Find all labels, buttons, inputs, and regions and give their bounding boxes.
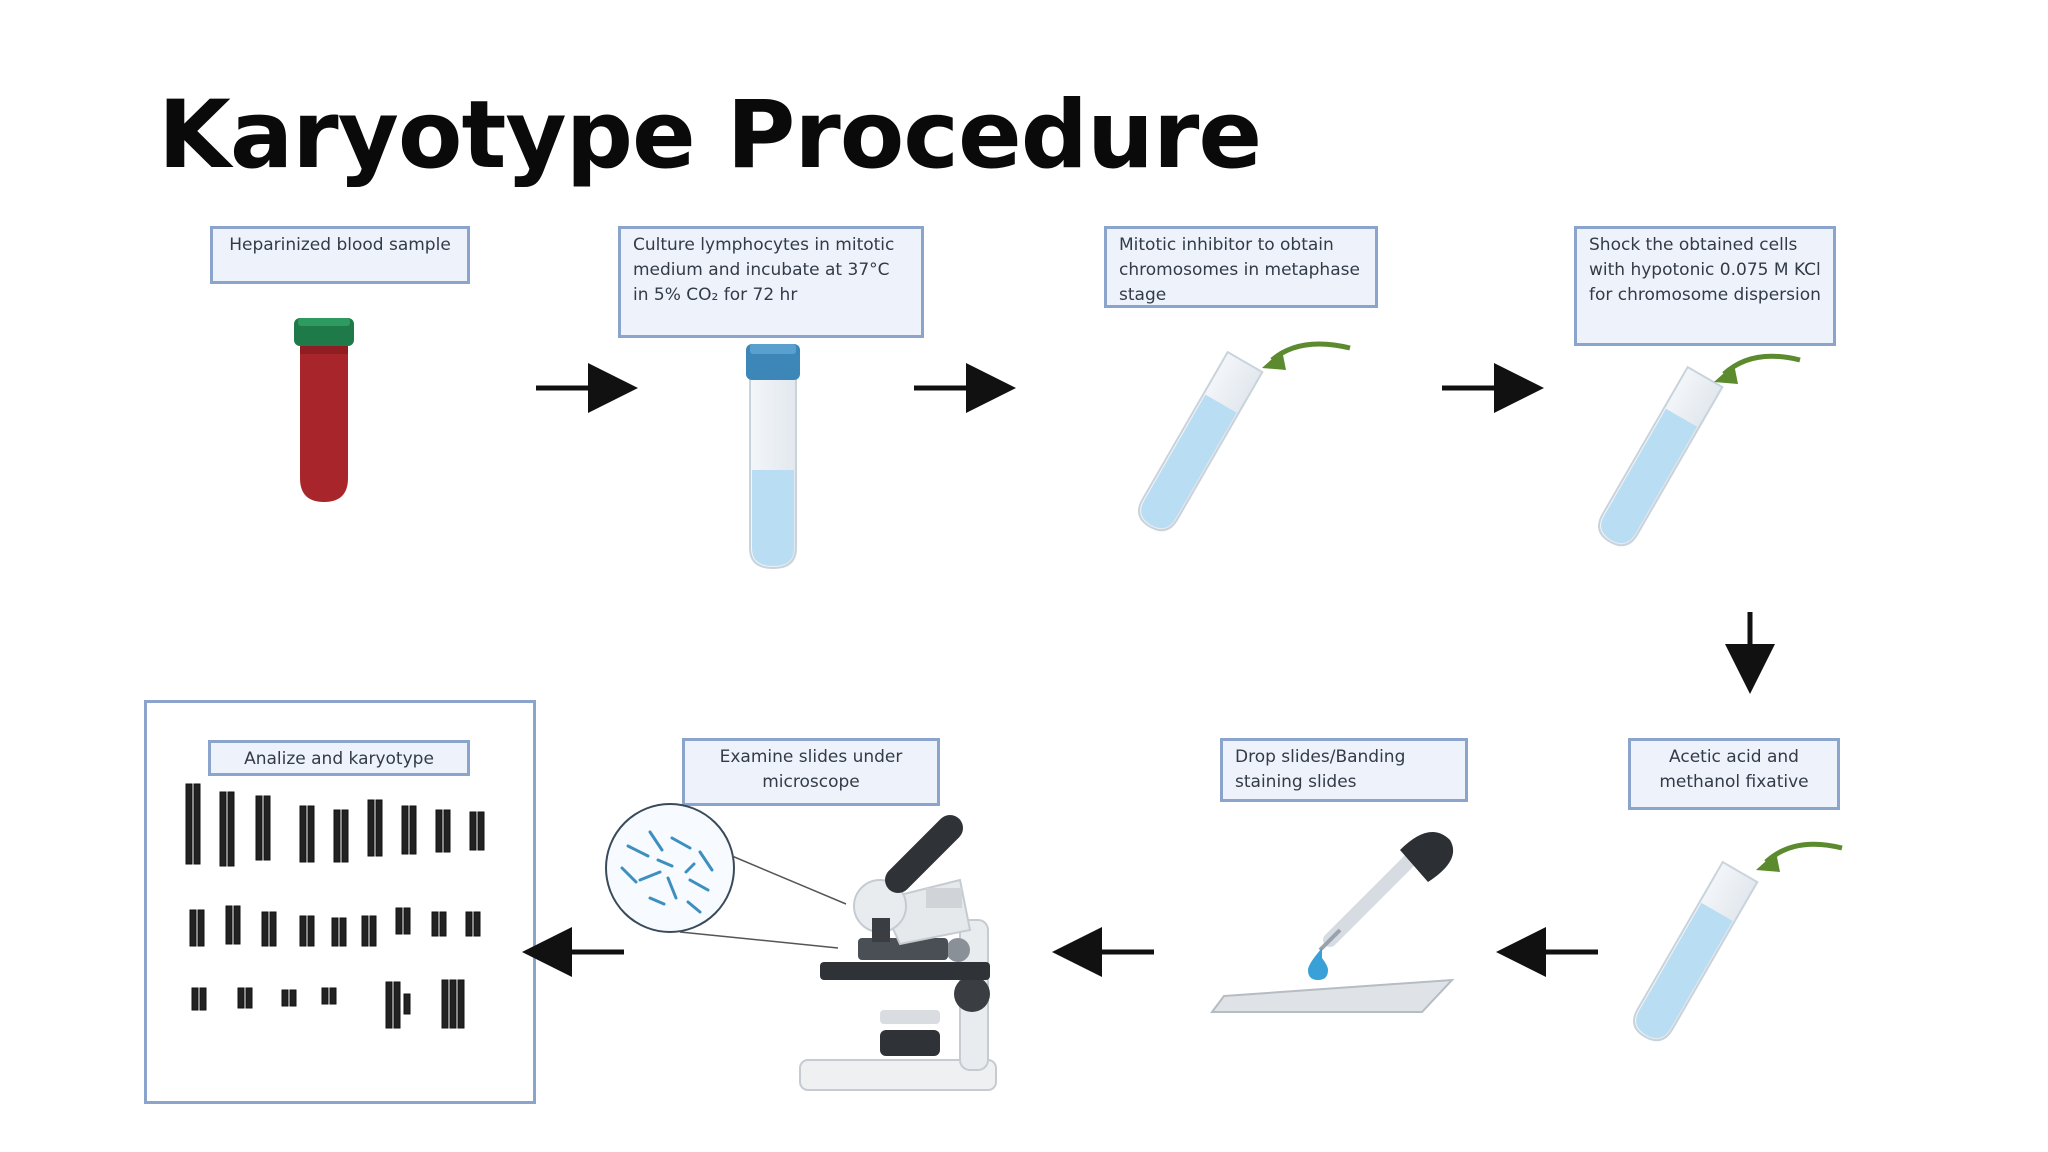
step-8-label: Analize and karyotype	[208, 740, 470, 776]
test-tube-step4-icon	[1598, 365, 1724, 547]
step-6-label: Drop slides/Banding staining slides	[1220, 738, 1468, 802]
process-arrows	[522, 363, 1775, 977]
test-tube-step5-icon	[1633, 860, 1759, 1042]
test-tube-step3-icon	[1138, 350, 1264, 532]
step-3-label: Mitotic inhibitor to obtain chromosomes …	[1104, 226, 1378, 308]
culture-tube-icon	[746, 344, 800, 570]
add-reagent-arrow-step3-icon	[1270, 341, 1351, 362]
dropper-slide-icon	[1210, 832, 1455, 1013]
page-title: Karyotype Procedure	[158, 81, 1262, 190]
step-4-label: Shock the obtained cells with hypotonic …	[1574, 226, 1836, 346]
step-5-label: Acetic acid and methanol fixative	[1628, 738, 1840, 810]
microscope-icon	[605, 803, 997, 1091]
step-1-label: Heparinized blood sample	[210, 226, 470, 284]
step-7-label: Examine slides under microscope	[682, 738, 940, 806]
karyotype-chromosomes	[185, 783, 485, 1029]
step-2-label: Culture lymphocytes in mitotic medium an…	[618, 226, 924, 338]
blood-tube-icon	[294, 318, 354, 502]
